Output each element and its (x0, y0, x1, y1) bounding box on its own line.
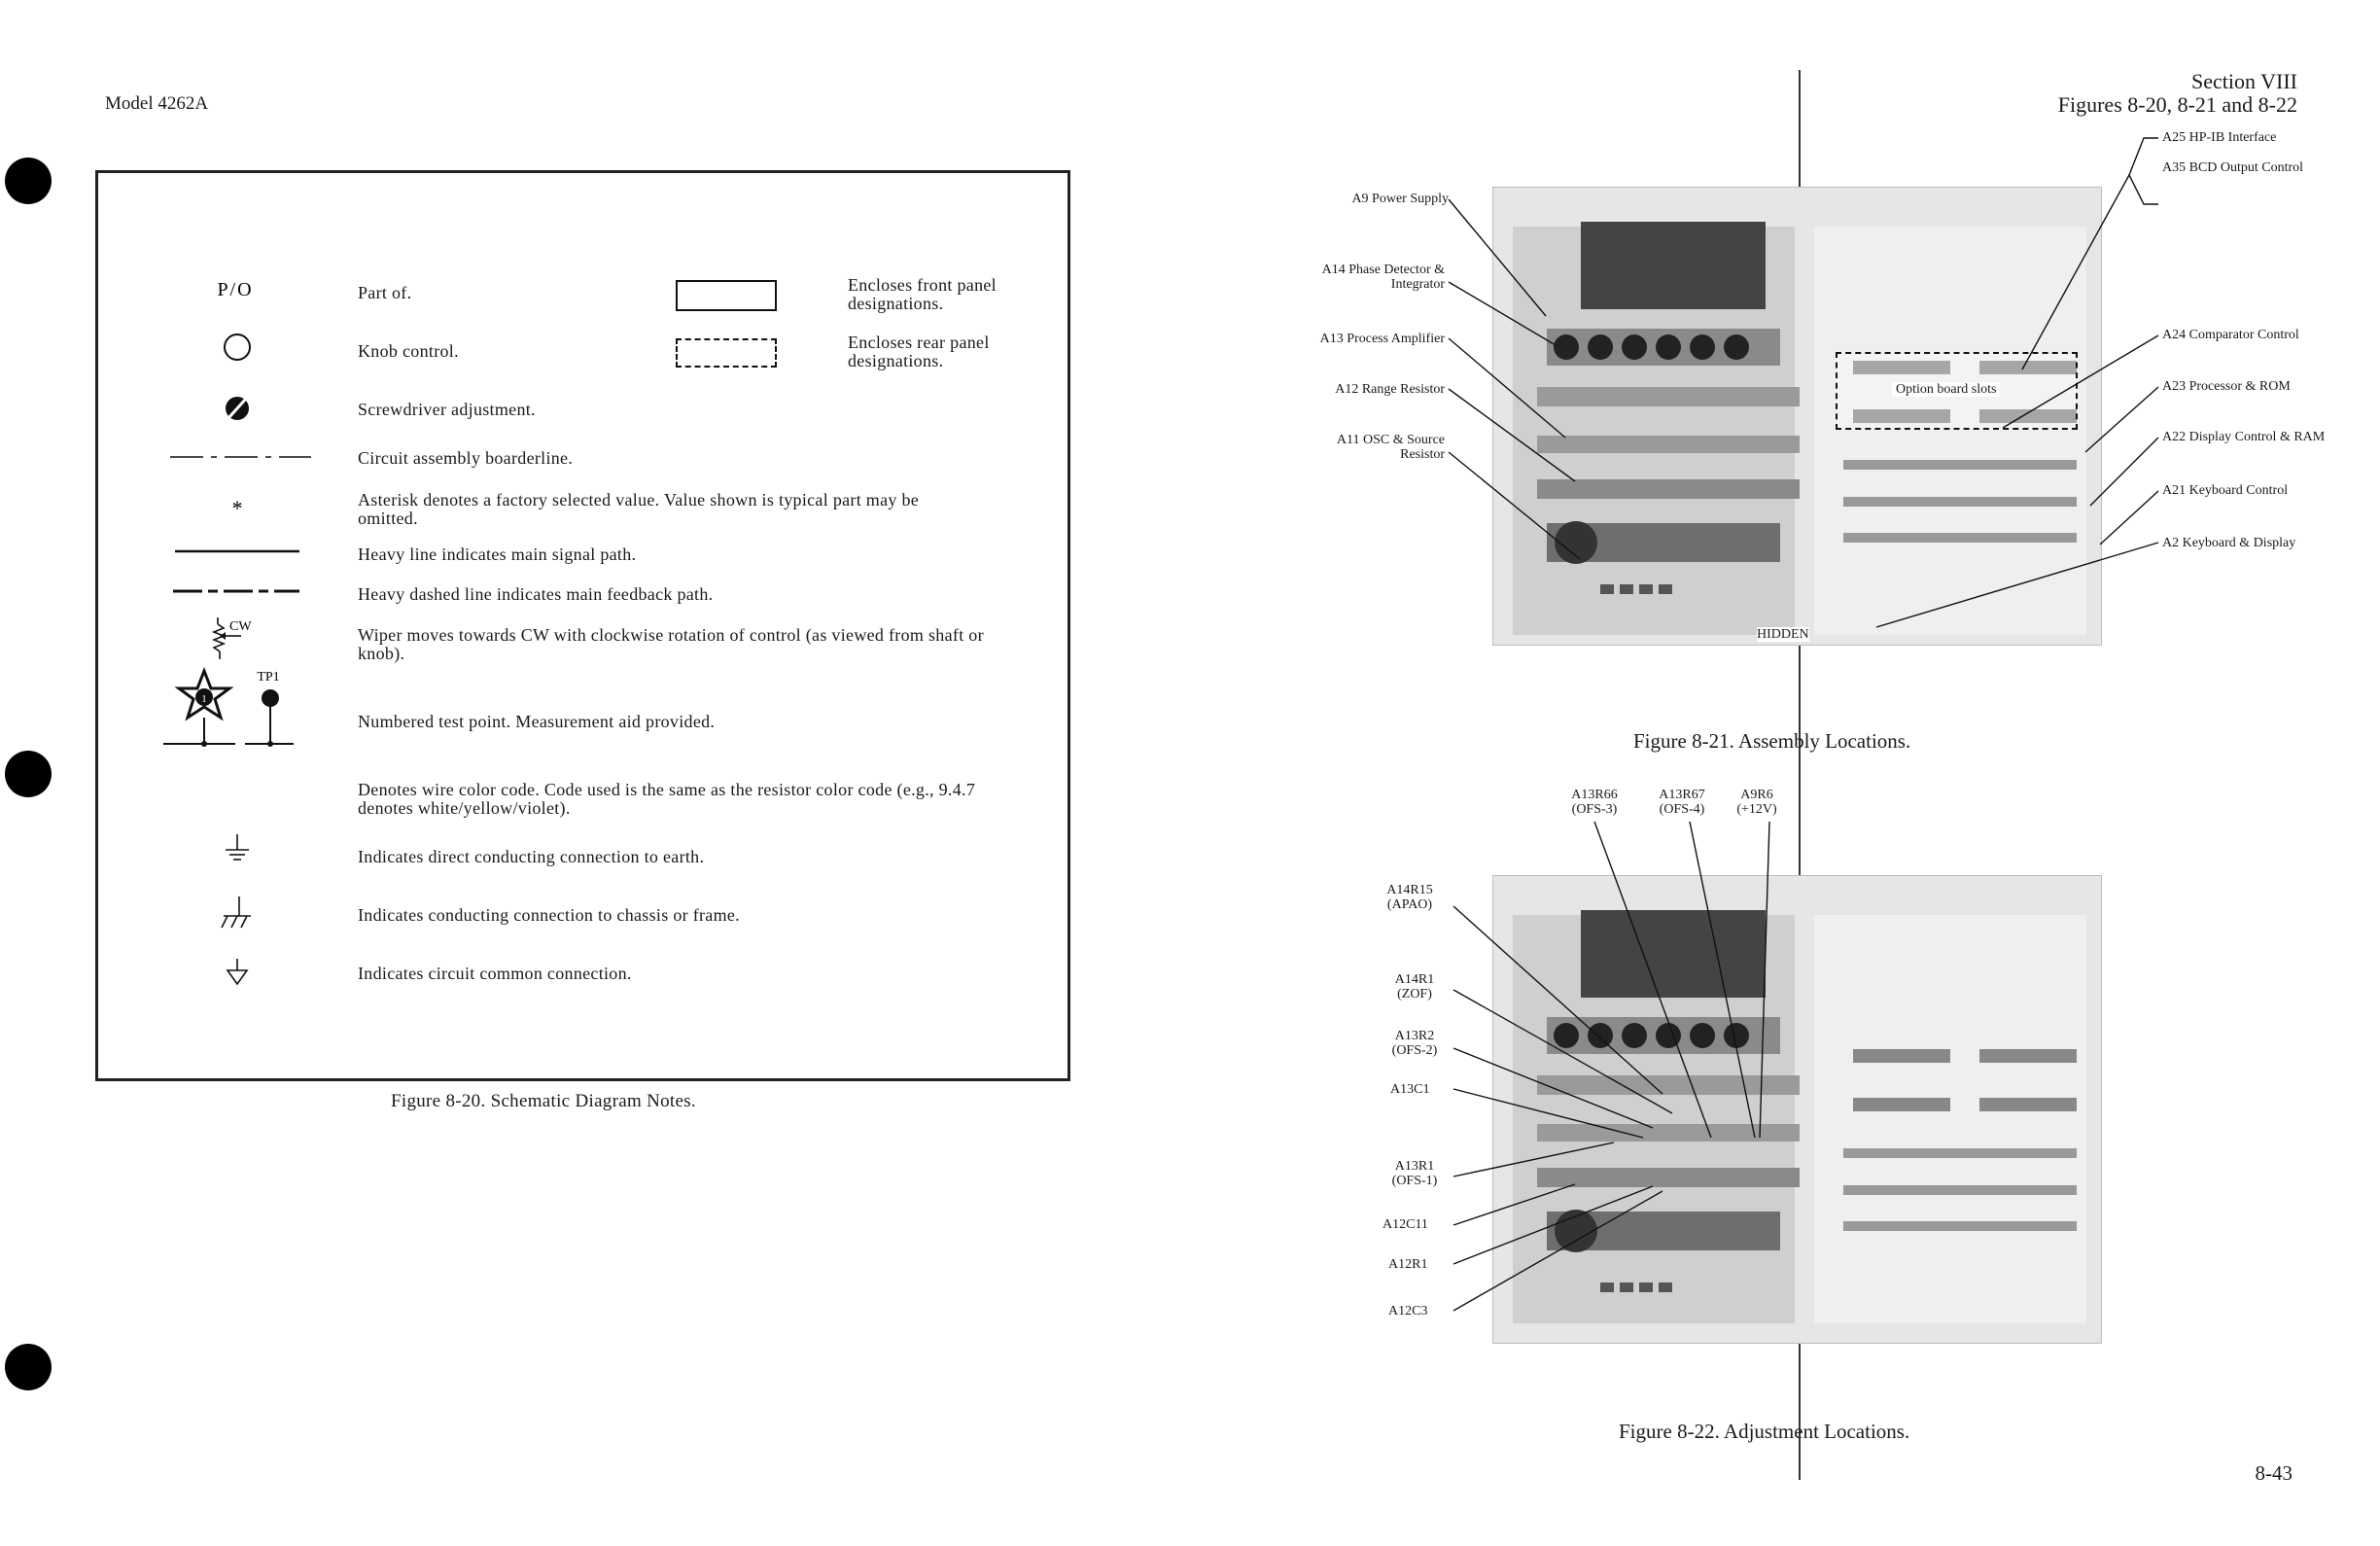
label-a23: A23 Processor & ROM (2162, 379, 2291, 394)
note-text-boarderline: Circuit assembly boarderline. (358, 448, 574, 468)
cw-label: CW (229, 619, 252, 634)
earth-ground-icon (226, 834, 249, 861)
rear-panel-box-symbol (676, 338, 777, 368)
note-text-wiper: Wiper moves towards CW with clockwise ro… (358, 625, 984, 663)
label-a13r1: A13R1 (OFS-1) (1376, 1159, 1453, 1188)
figure-8-21-leaders (1448, 137, 2159, 628)
figures-title: Figures 8-20, 8-21 and 8-22 (2057, 92, 2297, 117)
figure-8-22-leaders (1452, 821, 1770, 1312)
note-text-heavy-line: Heavy line indicates main signal path. (358, 545, 637, 564)
schematic-notes-box (95, 170, 1070, 1081)
chassis-ground-icon (221, 896, 251, 929)
label-a9: A9 Power Supply (1351, 192, 1449, 206)
label-a14r15: A14R15 (APAO) (1366, 883, 1453, 912)
label-a13: A13 Process Amplifier (1319, 332, 1445, 346)
label-a9r6-sub: (+12V) (1736, 802, 1777, 817)
label-a35: A35 BCD Output Control (2162, 160, 2304, 175)
model-header: Model 4262A (105, 93, 209, 114)
option-slots-dashed-box (1836, 352, 2078, 430)
circuit-common-icon (226, 959, 249, 986)
note-text-rear-panel: Encloses rear panel designations. (848, 333, 990, 370)
front-panel-box-symbol (676, 280, 777, 311)
label-a13r2-sub: (OFS-2) (1391, 1043, 1438, 1058)
chassis-photo-drawing-2 (1513, 910, 2086, 1323)
label-a14r15-sub: (APAO) (1386, 897, 1433, 912)
label-a14r1-sub: (ZOF) (1397, 987, 1432, 1001)
label-a13r1-name: A13R1 (1394, 1159, 1435, 1174)
note-text-screwdriver: Screwdriver adjustment. (358, 400, 536, 419)
tp1-label: TP1 (257, 670, 279, 685)
figure-8-20-caption: Figure 8-20. Schematic Diagram Notes. (391, 1091, 696, 1111)
label-a11: A11 OSC & Source Resistor (1336, 433, 1445, 462)
label-a12c3: A12C3 (1388, 1304, 1428, 1318)
label-a13r67: A13R67 (OFS-4) (1643, 788, 1721, 817)
note-text-po: Part of. (358, 283, 412, 302)
binder-hole (5, 158, 52, 204)
label-a9r6-name: A9R6 (1740, 788, 1773, 802)
label-a13r66-name: A13R66 (1571, 788, 1618, 802)
label-hidden: HIDDEN (1757, 627, 1809, 642)
label-a24: A24 Comparator Control (2162, 328, 2299, 342)
label-a22: A22 Display Control & RAM (2162, 430, 2326, 444)
label-a2: A2 Keyboard & Display (2162, 536, 2296, 550)
label-a13r66: A13R66 (OFS-3) (1556, 788, 1633, 817)
label-a14r1-name: A14R1 (1394, 972, 1435, 987)
binder-hole (5, 751, 52, 797)
page-fold-line (1799, 70, 1801, 1480)
note-text-wire-color: Denotes wire color code. Code used is th… (358, 780, 976, 818)
test-point-symbol-icon: 1 TP1 (163, 666, 294, 747)
binder-hole (5, 1344, 52, 1390)
note-text-asterisk: Asterisk denotes a factory selected valu… (358, 490, 920, 528)
label-a13r1-sub: (OFS-1) (1391, 1174, 1438, 1188)
label-a14r1: A14R1 (ZOF) (1376, 972, 1453, 1001)
svg-text:1: 1 (201, 693, 207, 705)
page-number: 8-43 (2255, 1461, 2293, 1485)
label-a12: A12 Range Resistor (1335, 382, 1445, 397)
label-a9r6: A9R6 (+12V) (1723, 788, 1791, 817)
note-text-chassis: Indicates conducting connection to chass… (358, 905, 740, 925)
asterisk-symbol: * (232, 496, 243, 520)
option-slots-label: Option board slots (1892, 382, 2001, 397)
label-a12c11: A12C11 (1382, 1217, 1428, 1232)
label-a25: A25 HP-IB Interface (2162, 130, 2277, 145)
figure-8-22-caption: Figure 8-22. Adjustment Locations. (1619, 1420, 1910, 1443)
label-a12r1: A12R1 (1388, 1257, 1428, 1272)
section-title: Section VIII (2191, 69, 2297, 93)
label-a14: A14 Phase Detector & Integrator (1321, 263, 1445, 292)
label-a13r67-sub: (OFS-4) (1659, 802, 1705, 817)
knob-symbol-icon (224, 334, 251, 361)
wiper-symbol-icon: CW (211, 617, 252, 659)
label-a21: A21 Keyboard Control (2162, 483, 2289, 498)
section-header: Section VIII Figures 8-20, 8-21 and 8-22 (1908, 70, 2297, 117)
label-a13c1: A13C1 (1390, 1082, 1430, 1097)
note-text-front-panel: Encloses front panel designations. (848, 275, 997, 313)
notes-symbols: P/O * CW 1 TP1 (163, 279, 311, 986)
po-symbol: P/O (217, 279, 253, 300)
note-text-knob: Knob control. (358, 341, 459, 361)
label-a13r2: A13R2 (OFS-2) (1376, 1029, 1453, 1058)
note-text-common: Indicates circuit common connection. (358, 964, 632, 983)
figure-8-21-photo (1492, 187, 2102, 646)
note-text-earth: Indicates direct conducting connection t… (358, 847, 705, 866)
figure-8-22-photo (1492, 875, 2102, 1344)
figure-8-21-caption: Figure 8-21. Assembly Locations. (1633, 729, 1911, 753)
label-a13r2-name: A13R2 (1394, 1029, 1435, 1043)
label-a13r66-sub: (OFS-3) (1571, 802, 1618, 817)
note-text-heavy-dashed: Heavy dashed line indicates main feedbac… (358, 584, 714, 604)
label-a13r67-name: A13R67 (1659, 788, 1705, 802)
label-a14r15-name: A14R15 (1386, 883, 1433, 897)
chassis-photo-drawing (1513, 222, 2086, 635)
note-text-test-point: Numbered test point. Measurement aid pro… (358, 712, 716, 731)
